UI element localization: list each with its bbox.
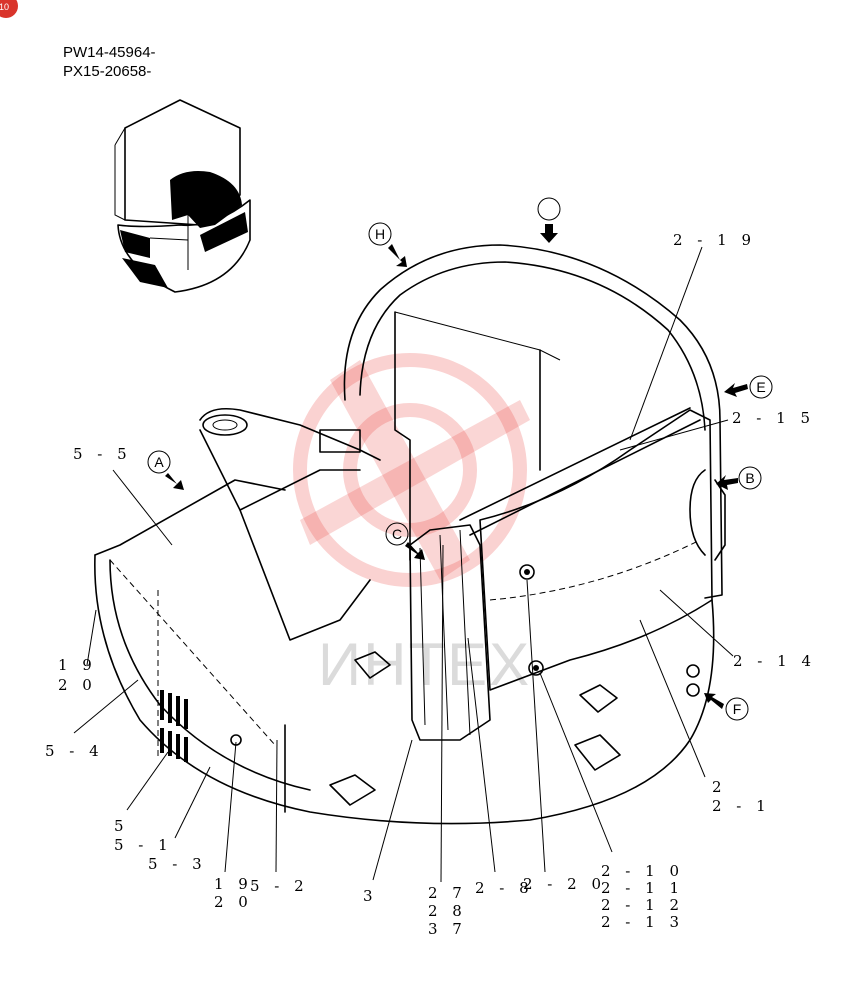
view-marker-e: E (724, 375, 773, 399)
svg-text:1 9: 1 9 (58, 656, 97, 674)
thumbnail-view (114, 99, 251, 293)
page-badge: 10 (0, 0, 18, 18)
callout-5-3: 5 - 3 (148, 855, 207, 873)
svg-text:5 - 1: 5 - 1 (114, 836, 173, 854)
view-marker-a-label: A (154, 454, 164, 470)
callout-3: 3 (363, 887, 378, 905)
view-marker-f-label: F (733, 701, 742, 717)
callout-2-14: 2 - 1 4 (733, 652, 816, 670)
svg-text:2: 2 (712, 778, 727, 796)
callout-2-19: 2 - 1 9 (673, 231, 756, 249)
callout-27-28-37: 2 7 2 8 3 7 (428, 884, 467, 938)
svg-text:5: 5 (114, 817, 129, 835)
view-marker-top (537, 197, 561, 243)
svg-text:2 - 1: 2 - 1 (712, 797, 771, 815)
watermark: ИНТЕХ (293, 353, 531, 698)
callout-2-10-to-2-13: 2 - 1 0 2 - 1 1 2 - 1 2 2 - 1 3 (601, 862, 684, 931)
view-marker-e-label: E (756, 379, 765, 395)
page-badge-label: 10 (0, 2, 9, 12)
leader-lines (73, 246, 734, 883)
view-marker-b: B (716, 466, 762, 490)
svg-text:2 - 1 2: 2 - 1 2 (601, 896, 684, 914)
view-marker-c-label: C (392, 526, 402, 542)
svg-text:2 8: 2 8 (428, 902, 467, 920)
callout-19-20-left: 1 9 2 0 (58, 656, 97, 694)
callout-2-and-2-1: 2 2 - 1 (712, 778, 771, 815)
view-marker-c: C (385, 522, 425, 560)
serial-number-1: PW14-45964- (63, 44, 156, 61)
part-callouts: 2 - 1 9 2 - 1 5 5 - 5 2 - 1 4 1 9 2 0 5 … (45, 231, 816, 938)
machine-frame-assembly (94, 244, 726, 825)
watermark-text: ИНТЕХ (318, 631, 531, 698)
svg-text:1 9: 1 9 (214, 875, 253, 893)
svg-text:2 7: 2 7 (428, 884, 467, 902)
svg-text:2 - 1 0: 2 - 1 0 (601, 862, 684, 880)
svg-text:2 - 1 3: 2 - 1 3 (601, 913, 684, 931)
callout-5-2: 5 - 2 (250, 877, 309, 895)
callout-2-8: 2 - 8 (475, 879, 534, 897)
view-marker-a: A (147, 450, 184, 490)
view-marker-f: F (704, 693, 749, 721)
svg-text:2 - 1 1: 2 - 1 1 (601, 879, 684, 897)
callout-5-4: 5 - 4 (45, 742, 104, 760)
view-marker-h: H (368, 222, 407, 267)
callout-5-and-5-1: 5 5 - 1 (114, 817, 173, 854)
view-marker-h-label: H (375, 226, 385, 242)
svg-text:2 0: 2 0 (214, 893, 253, 911)
view-marker-b-label: B (745, 470, 754, 486)
callout-19-20-bottom: 1 9 2 0 (214, 875, 253, 911)
callout-5-5: 5 - 5 (73, 445, 132, 463)
serial-number-2: PX15-20658- (63, 63, 151, 80)
callout-2-15: 2 - 1 5 (732, 409, 815, 427)
svg-text:2 0: 2 0 (58, 676, 97, 694)
svg-text:3 7: 3 7 (428, 920, 467, 938)
callout-2-20: 2 - 2 0 (523, 875, 606, 893)
counterweight-vents (160, 690, 188, 762)
